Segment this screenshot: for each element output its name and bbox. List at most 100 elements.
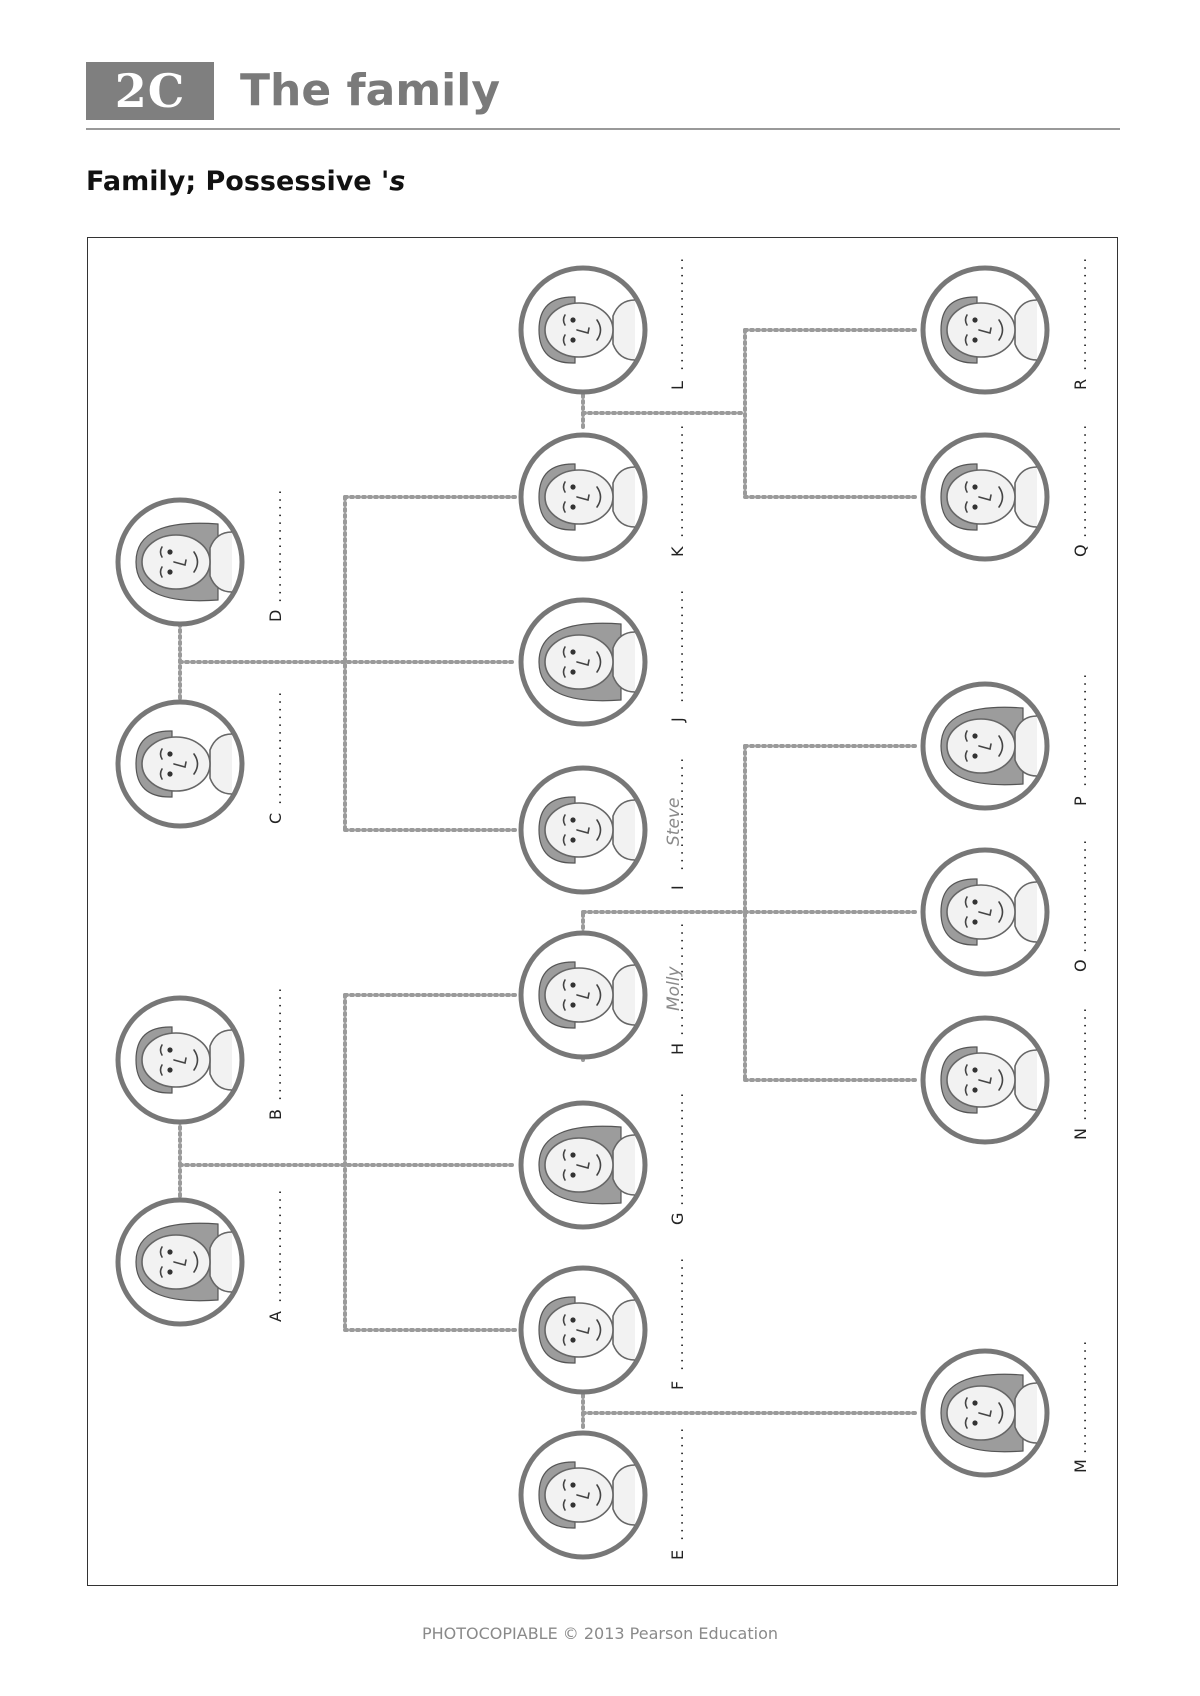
answer-blank: ............... — [672, 921, 686, 1037]
member-letter: P — [1071, 796, 1090, 806]
member-letter: O — [1071, 959, 1090, 972]
family-tree-frame — [87, 237, 1118, 1586]
portrait-n — [920, 1015, 1050, 1145]
person-icon — [940, 463, 1038, 531]
label-j: J............... — [668, 588, 687, 723]
portrait-h — [518, 930, 648, 1060]
header-rule — [86, 128, 1120, 130]
member-letter: D — [266, 610, 285, 622]
member-letter: M — [1071, 1459, 1090, 1473]
portrait-a — [115, 1197, 245, 1327]
answer-blank: ............... — [270, 690, 284, 806]
answer-blank: ............... — [1075, 838, 1089, 954]
member-letter: K — [668, 546, 687, 557]
member-letter: C — [266, 813, 285, 824]
member-letter: L — [668, 381, 687, 390]
unit-badge: 2C — [86, 62, 214, 120]
label-h: H...............Molly — [664, 921, 687, 1055]
label-r: R............... — [1071, 256, 1090, 390]
member-name: Steve — [664, 798, 684, 846]
subtitle-text: Family; Possessive — [86, 166, 382, 197]
page-title: The family — [240, 65, 501, 116]
answer-blank: ............... — [672, 1091, 686, 1207]
label-c: C............... — [266, 690, 285, 824]
answer-blank: ............... — [672, 756, 686, 872]
answer-blank: ............... — [270, 488, 284, 604]
answer-blank: ............... — [672, 423, 686, 539]
person-icon — [538, 796, 636, 864]
portrait-f — [518, 1265, 648, 1395]
person-icon — [135, 522, 233, 602]
member-letter: E — [668, 1550, 687, 1560]
person-icon — [940, 1046, 1038, 1114]
label-a: A............... — [266, 1188, 285, 1322]
portrait-k — [518, 432, 648, 562]
member-name: Molly — [664, 965, 684, 1011]
member-letter: R — [1071, 379, 1090, 390]
label-d: D............... — [266, 488, 285, 622]
answer-blank: ............... — [1075, 423, 1089, 539]
portrait-r — [920, 265, 1050, 395]
section-subtitle: Family; Possessive 's — [86, 166, 405, 197]
label-n: N............... — [1071, 1006, 1090, 1140]
portrait-j — [518, 597, 648, 727]
member-letter: J — [668, 717, 687, 723]
answer-blank: ............... — [270, 1188, 284, 1304]
label-l: L............... — [668, 256, 687, 390]
portrait-d — [115, 497, 245, 627]
person-icon — [538, 622, 636, 702]
answer-blank: ............... — [672, 1256, 686, 1372]
person-icon — [135, 1222, 233, 1302]
portrait-o — [920, 847, 1050, 977]
person-icon — [940, 1373, 1038, 1453]
answer-blank: ............... — [1075, 672, 1089, 788]
portrait-c — [115, 699, 245, 829]
label-m: M............... — [1071, 1339, 1090, 1473]
portrait-q — [920, 432, 1050, 562]
member-letter: H — [668, 1043, 687, 1055]
person-icon — [940, 706, 1038, 786]
member-letter: F — [668, 1381, 687, 1390]
answer-blank: ............... — [1075, 1006, 1089, 1122]
person-icon — [538, 463, 636, 531]
person-icon — [940, 296, 1038, 364]
member-letter: G — [668, 1213, 687, 1225]
person-icon — [538, 1461, 636, 1529]
answer-blank: ............... — [1075, 256, 1089, 372]
label-k: K............... — [668, 423, 687, 557]
answer-blank: ............... — [1075, 1339, 1089, 1455]
portrait-b — [115, 995, 245, 1125]
member-letter: A — [266, 1311, 285, 1322]
label-p: P............... — [1071, 672, 1090, 806]
person-icon — [538, 296, 636, 364]
member-letter: Q — [1071, 544, 1090, 557]
label-i: I...............Steve — [664, 756, 687, 890]
portrait-g — [518, 1100, 648, 1230]
portrait-l — [518, 265, 648, 395]
copyright-footer: PHOTOCOPIABLE © 2013 Pearson Education — [421, 1624, 778, 1643]
label-f: F............... — [668, 1256, 687, 1390]
portrait-i — [518, 765, 648, 895]
label-g: G............... — [668, 1091, 687, 1225]
person-icon — [538, 1125, 636, 1205]
answer-blank: ............... — [270, 986, 284, 1102]
member-letter: I — [668, 885, 687, 890]
portrait-m — [920, 1348, 1050, 1478]
label-o: O............... — [1071, 838, 1090, 972]
label-b: B............... — [266, 986, 285, 1120]
portrait-p — [920, 681, 1050, 811]
portrait-e — [518, 1430, 648, 1560]
answer-blank: ............... — [672, 1426, 686, 1542]
person-icon — [940, 878, 1038, 946]
person-icon — [135, 1026, 233, 1094]
person-icon — [538, 1296, 636, 1364]
person-icon — [538, 961, 636, 1029]
person-icon — [135, 730, 233, 798]
member-letter: B — [266, 1109, 285, 1120]
member-letter: N — [1071, 1128, 1090, 1140]
answer-blank: ............... — [672, 588, 686, 704]
member-labels: A...............B...............C.......… — [266, 256, 1090, 1560]
label-q: Q............... — [1071, 423, 1090, 557]
subtitle-possessive: 's — [381, 166, 406, 197]
